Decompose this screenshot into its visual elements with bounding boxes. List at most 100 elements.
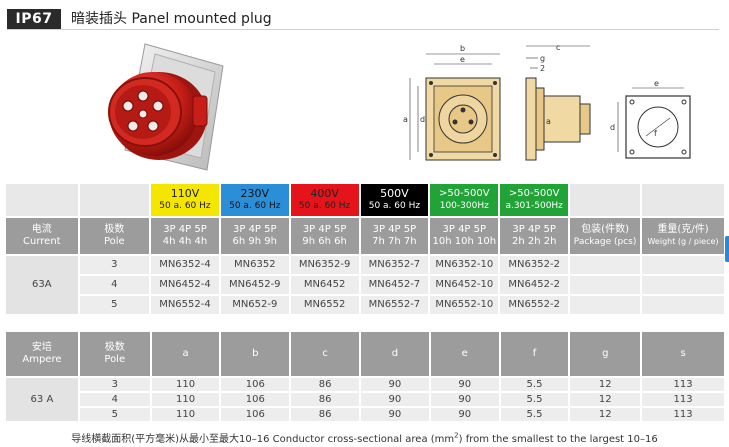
dim-label-e: e [460, 55, 465, 64]
part-code: MN6352-2 [500, 256, 569, 274]
ip-rating-badge: IP67 [7, 9, 61, 29]
blank-cell [6, 184, 78, 216]
page-header: IP67 暗装插头 Panel mounted plug [7, 9, 719, 31]
dim-label-side-a: a [546, 117, 551, 126]
dim-value: 86 [291, 378, 360, 391]
part-code: MN6452-10 [430, 276, 499, 294]
dim-value: 113 [642, 408, 724, 421]
dim-value: 12 [570, 408, 641, 421]
part-code: MN6452-7 [360, 276, 429, 294]
blank-cell [642, 184, 724, 216]
header-dim-a: a [151, 332, 220, 376]
dim-value: 12 [570, 378, 641, 391]
dim-label-f: f [654, 129, 657, 138]
table-row: 4 MN6452-4 MN6452-9 MN6452 MN6452-7 MN64… [6, 276, 724, 294]
part-code: MN6552-10 [430, 296, 499, 314]
part-code: MN6352-4 [151, 256, 219, 274]
table-row: 5 110 106 86 90 90 5.5 12 113 [6, 408, 724, 421]
dim-label-cut-d: d [610, 123, 615, 132]
current-cell: 63A [6, 256, 78, 314]
header-dim-g: g [570, 332, 641, 376]
table-row: 5 MN6552-4 MN652-9 MN6552 MN6552-7 MN655… [6, 296, 724, 314]
header-dim-b: b [221, 332, 290, 376]
dim-value: 5.5 [500, 393, 569, 406]
pole-cell: 3 [79, 378, 150, 391]
dim-value: 86 [291, 408, 360, 421]
dim-value: 90 [430, 393, 499, 406]
dim-value: 106 [221, 408, 290, 421]
weight-cell [642, 296, 724, 314]
package-cell [570, 296, 641, 314]
footnote: 导线横截面积(平方毫米)从最小至最大10–16 Conductor cross-… [71, 431, 658, 445]
dim-label-a: a [403, 115, 408, 124]
header-dim-c: c [291, 332, 360, 376]
part-code: MN6552 [290, 296, 359, 314]
dim-value: 5.5 [500, 378, 569, 391]
part-code: MN6452-4 [151, 276, 219, 294]
ampere-cell: 63 A [6, 378, 78, 421]
dim-label-d: d [420, 115, 425, 124]
header-divider [7, 29, 719, 30]
header-dim-d: d [361, 332, 429, 376]
dim-value: 113 [642, 378, 724, 391]
pole-cell: 5 [79, 408, 150, 421]
blank-cell [570, 184, 641, 216]
part-code: MN6452 [290, 276, 359, 294]
part-code: MN6352-9 [290, 256, 359, 274]
dim-value: 12 [570, 393, 641, 406]
dim-label-b: b [460, 44, 465, 53]
dim-value: 113 [642, 393, 724, 406]
dim-value: 90 [361, 378, 429, 391]
page-title: 暗装插头 Panel mounted plug [71, 11, 272, 27]
dim-value: 86 [291, 393, 360, 406]
part-code: MN652-9 [220, 296, 289, 314]
dimension-drawings: b e a d c g 2 a e d f [403, 43, 691, 161]
part-code: MN6552-7 [360, 296, 429, 314]
part-code: MN6452-9 [220, 276, 289, 294]
part-code: MN6352-10 [430, 256, 499, 274]
dim-value: 110 [151, 378, 220, 391]
package-cell [570, 256, 641, 274]
dim-value: 110 [151, 408, 220, 421]
dim-label-two: 2 [540, 64, 545, 73]
dim-value: 90 [430, 378, 499, 391]
pole-cell: 5 [79, 296, 150, 314]
dim-value: 90 [361, 393, 429, 406]
header-weight: 重量(克/件)Weight (g / piece) [642, 218, 724, 254]
dim-label-g: g [540, 54, 545, 63]
table-row: 63 A 3 110 106 86 90 90 5.5 12 113 [6, 378, 724, 421]
side-scroll-tab[interactable] [725, 236, 729, 262]
product-photo [108, 43, 224, 171]
dim-value: 5.5 [500, 408, 569, 421]
table-row: 4 110 106 86 90 90 5.5 12 113 [6, 393, 724, 406]
part-code: MN6452-2 [500, 276, 569, 294]
pole-cell: 3 [79, 256, 150, 274]
header-dim-e: e [430, 332, 499, 376]
dim-value: 106 [221, 378, 290, 391]
pole-cell: 4 [79, 276, 150, 294]
part-code: MN6552-2 [500, 296, 569, 314]
weight-cell [642, 276, 724, 294]
blank-cell [79, 184, 150, 216]
weight-cell [642, 256, 724, 274]
